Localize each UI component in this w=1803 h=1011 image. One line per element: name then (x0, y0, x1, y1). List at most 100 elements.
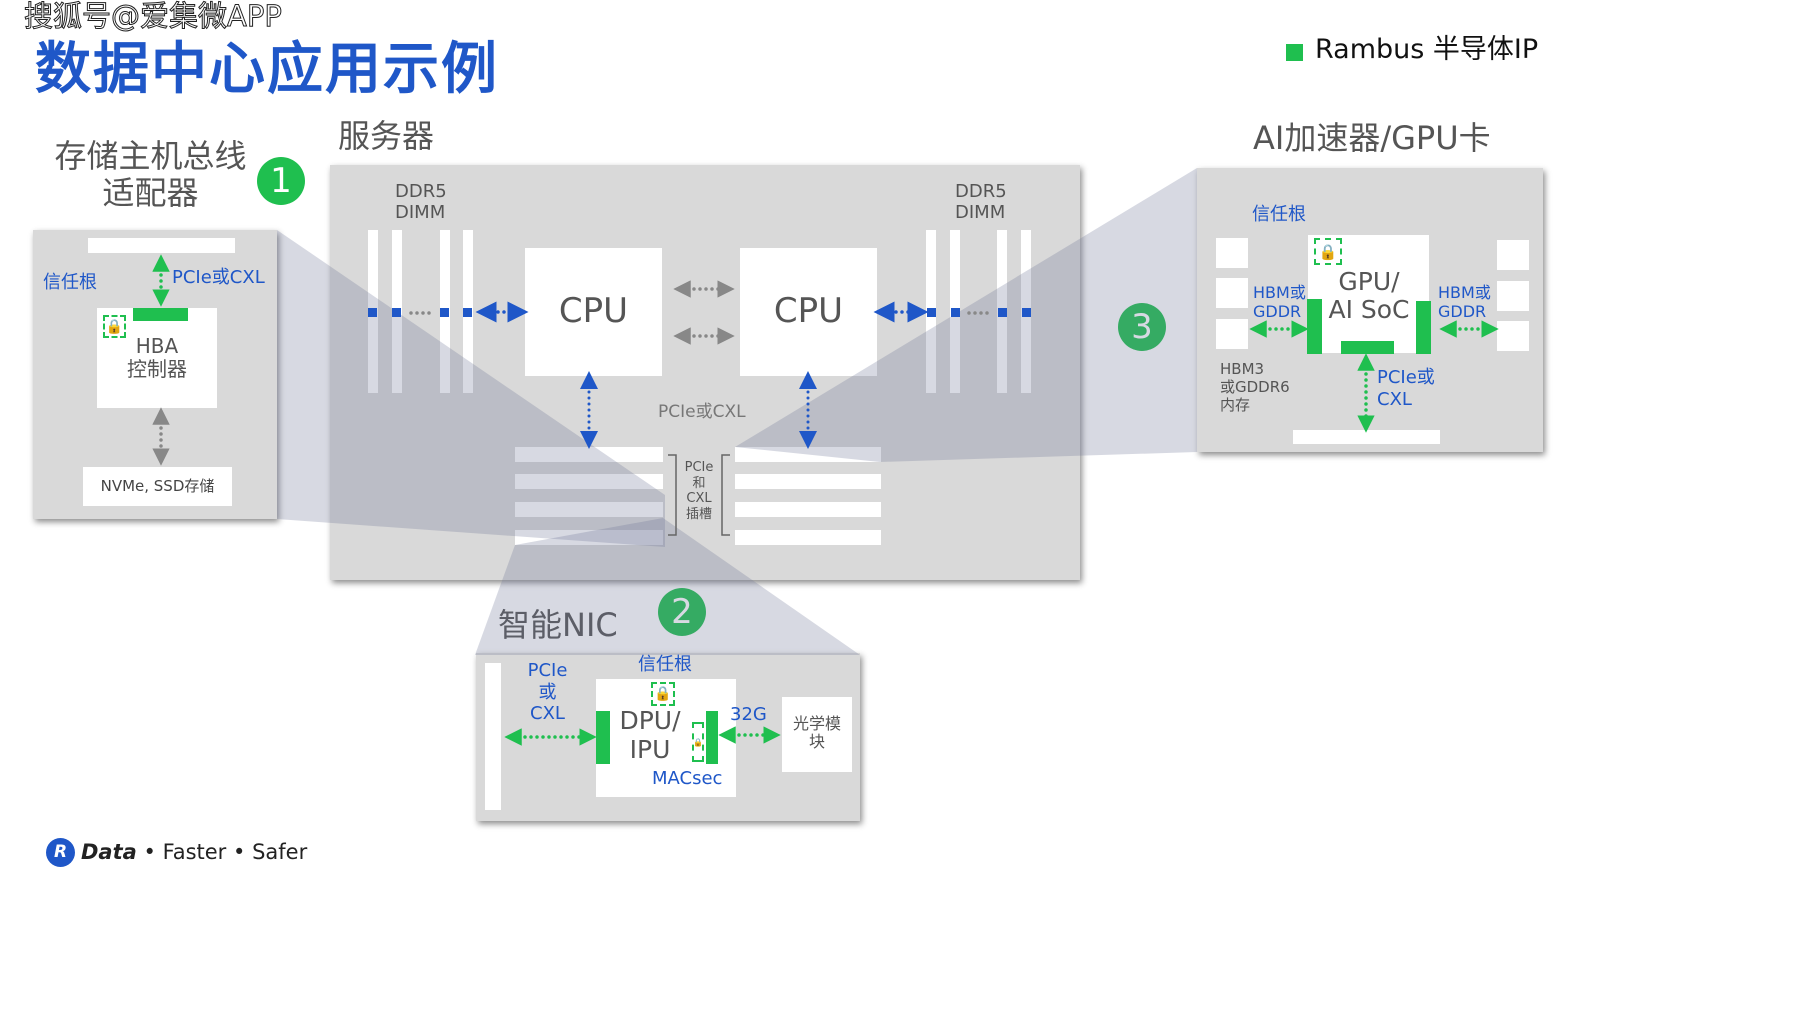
nic-link-line: PCIe (527, 660, 568, 681)
dpu-label-line2: IPU (629, 734, 671, 764)
slot-label-line: PCIe (684, 460, 714, 475)
hbm-left-line: HBM或 (1253, 283, 1306, 302)
nvme-storage (83, 467, 232, 506)
slot-left (515, 530, 663, 545)
gpu-ip-bottom (1341, 341, 1394, 354)
hbm-right-line: HBM或 (1438, 283, 1491, 302)
nic-edge-connector (485, 663, 501, 810)
nvme-label: NVMe, SSD存储 (100, 477, 215, 495)
cpu-2-label: CPU (773, 291, 844, 331)
slot-left (515, 447, 663, 462)
legend-label: Rambus 半导体IP (1315, 34, 1539, 65)
storage-title-line1: 存储主机总线 (54, 137, 247, 175)
memory-line: HBM3 (1220, 360, 1265, 378)
slot-left (515, 502, 663, 517)
hba-lock-icon: 🔒 (103, 315, 126, 338)
dpu-ip-right (706, 711, 718, 764)
hbm-left-line: GDDR (1253, 302, 1302, 322)
dimm (1021, 230, 1031, 393)
dpu-label-line1: DPU/ (619, 706, 681, 735)
footer-brand: Data (81, 840, 137, 864)
nic-title: 智能NIC (498, 606, 618, 644)
badge-3: 3 (1118, 303, 1166, 351)
rambus-logo-icon: R (46, 838, 75, 867)
hbm-right-line: GDDR (1438, 302, 1487, 322)
footer-tagline: Data • Faster • Safer (81, 840, 308, 864)
nic-link-line: CXL (530, 703, 565, 725)
ddr-left-line1: DDR5 (395, 181, 447, 202)
server-title: 服务器 (338, 117, 435, 155)
footer-tag2: Safer (252, 840, 308, 864)
storage-title-line2: 适配器 (102, 173, 199, 212)
gpu-soc (1308, 235, 1429, 353)
cpu-1 (525, 248, 662, 376)
hbm-stack (1216, 319, 1248, 349)
hbm-stack (1216, 238, 1248, 268)
slot-right (735, 474, 881, 489)
hba-label-line2: 控制器 (127, 357, 187, 381)
gpu-soc-line1: GPU/ (1338, 267, 1400, 296)
hbm-stack (1497, 240, 1529, 270)
gpu-link-line: CXL (1377, 388, 1412, 410)
dimm (440, 230, 450, 393)
dimm (926, 230, 936, 393)
gpu-soc-line2: AI SoC (1328, 294, 1410, 324)
nic-root-of-trust: 信任根 (638, 654, 692, 675)
gpu-root-of-trust: 信任根 (1252, 204, 1306, 225)
legend-swatch (1286, 44, 1303, 61)
macsec-label: MACsec (652, 768, 723, 789)
gpu-link-line: PCIe或 (1377, 367, 1435, 388)
optical-module (782, 697, 852, 772)
dimm (950, 230, 960, 393)
footer-tag1: Faster (162, 840, 227, 864)
storage-title: 存储主机总线适配器 (48, 138, 253, 212)
server-link-label: PCIe或CXL (658, 402, 746, 422)
page-title: 数据中心应用示例 (35, 37, 499, 102)
gpu-ip-right (1416, 301, 1431, 354)
dpu-lock-icon: 🔒 (651, 682, 675, 706)
slot-right (735, 502, 881, 517)
badge-2: 2 (658, 588, 706, 636)
ddr-right-line1: DDR5 (955, 181, 1007, 202)
gpu-ip-left (1307, 299, 1322, 354)
hba-ip-block (133, 308, 188, 321)
dimm (463, 230, 473, 393)
optical-label-line: 块 (808, 732, 825, 752)
slot-left (515, 474, 663, 489)
hba-controller (97, 308, 217, 408)
storage-root-of-trust: 信任根 (43, 272, 97, 293)
dimm (392, 230, 402, 393)
cpu-2 (740, 248, 877, 376)
hba-label-line1: HBA (135, 334, 179, 358)
macsec-lock-icon: 🔒 (692, 722, 704, 762)
gpu-soc-label: GPU/AI SoC (1322, 268, 1416, 323)
optical-label-line: 光学模 (792, 714, 841, 733)
dpu-label: DPU/IPU (606, 706, 694, 765)
slot-label-line: 插槽 (685, 506, 712, 522)
slot-label-line: 和 (692, 475, 706, 491)
slot-label-line: CXL (686, 491, 712, 507)
gpu-edge-connector (1293, 430, 1440, 444)
dimm (368, 230, 378, 393)
ddr-left-line2: DIMM (395, 201, 446, 223)
dimm (997, 230, 1007, 393)
memory-line: 或GDDR6 (1220, 378, 1290, 396)
hbm-stack (1497, 321, 1529, 351)
storage-link-label: PCIe或CXL (172, 267, 265, 288)
memory-line: 内存 (1220, 396, 1251, 414)
cpu-1-label: CPU (558, 291, 629, 331)
ddr-right-line2: DIMM (955, 201, 1006, 223)
optical-label: 光学模块 (782, 714, 852, 752)
hbm-stack (1497, 281, 1529, 311)
slot-right (735, 530, 881, 545)
storage-bus-bar (88, 238, 235, 253)
slot-right (735, 447, 881, 462)
